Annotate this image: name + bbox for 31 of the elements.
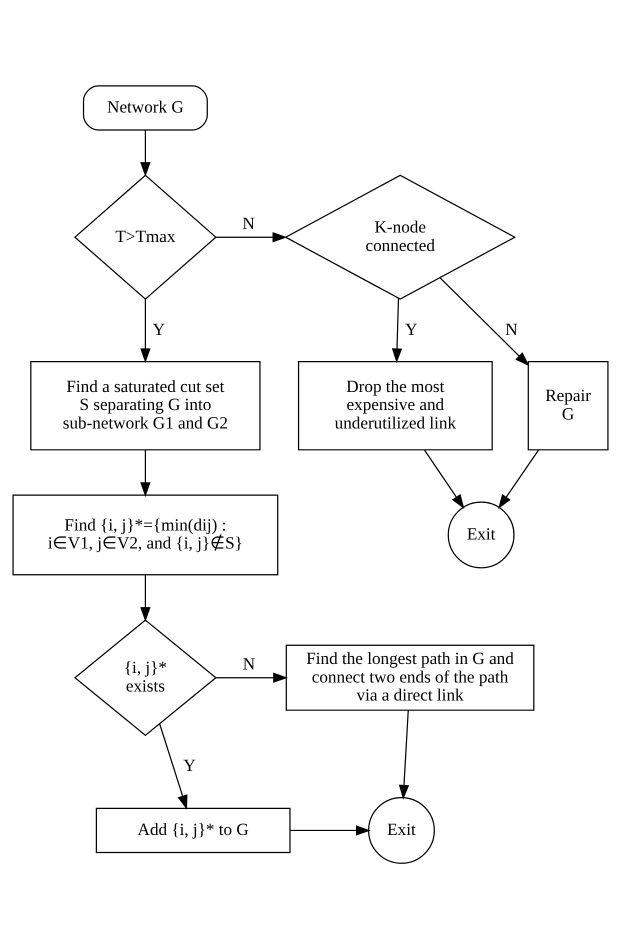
node-box: Find {i, j}*={min(dij) : i∈V1, j∈V2, and {i, j}∉S} [12, 494, 278, 576]
edge-label: N [242, 214, 255, 233]
edge-label: N [505, 320, 518, 339]
arrow [440, 277, 530, 366]
edge-label: Y [152, 320, 164, 339]
arrow [498, 450, 540, 510]
arrow [140, 450, 151, 497]
node-box: Add {i, j}* to G [96, 808, 291, 854]
node-diamond: K-node connected [284, 174, 516, 300]
arrow [216, 672, 288, 683]
node-box: Network G [82, 85, 208, 131]
arrow [392, 298, 402, 364]
arrow [216, 232, 288, 242]
arrow [159, 724, 188, 810]
node-box: Repair G [528, 360, 609, 450]
node-diamond: {i, j}* exists [74, 619, 217, 736]
node-diamond: T>Tmax [74, 174, 217, 300]
node-box: Find the longest path in G and connect two ends of the path via a direct link [286, 644, 534, 711]
arrow [290, 825, 371, 836]
edge-label: Y [183, 756, 196, 776]
arrow [398, 710, 410, 800]
node-circle: Exit [448, 502, 515, 568]
arrow [140, 130, 151, 177]
edge-label: Y [405, 320, 417, 339]
node-box: Drop the most expensive and underutilized link [298, 360, 493, 450]
node-circle: Exit [368, 797, 435, 864]
node-box: Find a saturated cut set S separating G into sub-network G1 and G2 [30, 360, 261, 450]
arrow [140, 299, 151, 364]
arrow [140, 574, 151, 622]
edge-label: N [242, 654, 256, 674]
arrow [424, 450, 464, 510]
